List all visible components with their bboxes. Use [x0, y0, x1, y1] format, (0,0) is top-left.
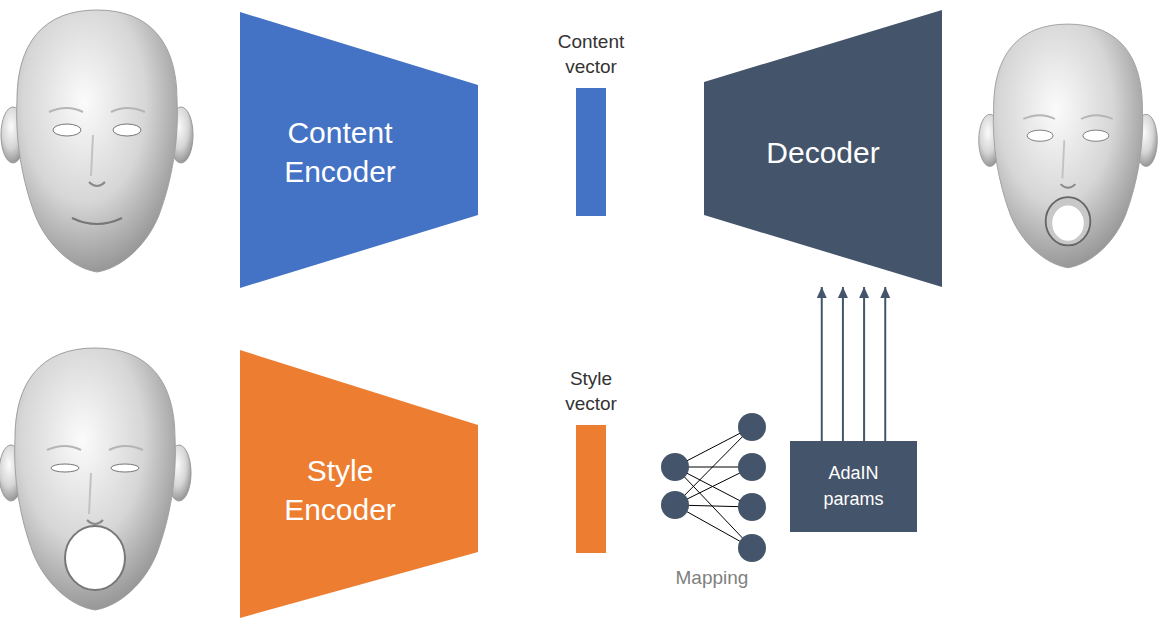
trapezoid-fill — [240, 350, 478, 618]
shape-label: Decoder — [738, 133, 908, 172]
vector-bar — [576, 425, 606, 553]
encoder-trapezoid: Content Encoder — [240, 12, 478, 288]
face-output — [979, 24, 1158, 268]
vector-bar — [576, 88, 606, 216]
decoder-trapezoid: Decoder — [704, 10, 942, 287]
arrow-connector — [884, 287, 886, 441]
trapezoid-shape — [240, 12, 478, 288]
face-neutral — [1, 10, 193, 272]
label-box: Decoder — [738, 133, 908, 172]
latent-vector: Content vector — [546, 29, 636, 216]
encoder-trapezoid: Style Encoder — [240, 350, 478, 618]
label-box: AdaIN params — [809, 461, 899, 511]
params-box: AdaIN params — [790, 441, 917, 532]
label-box: Style vector — [546, 366, 636, 417]
shape-label: Content Encoder — [255, 113, 425, 191]
label-box: Content vector — [546, 29, 636, 80]
network-label: Mapping — [652, 567, 772, 589]
mapping-network — [675, 427, 752, 548]
arrow-connector — [821, 287, 823, 441]
face-open-mouth — [0, 348, 191, 610]
vector-label: Style vector — [546, 366, 636, 417]
label-box: Content Encoder — [255, 113, 425, 191]
shape-label: Style Encoder — [255, 451, 425, 529]
box-label: AdaIN params — [809, 461, 899, 511]
trapezoid-fill — [704, 10, 942, 287]
vector-label: Content vector — [546, 29, 636, 80]
trapezoid-fill — [240, 12, 478, 288]
arrow-connector — [842, 287, 844, 441]
label-box: Style Encoder — [255, 451, 425, 529]
arrow-connector — [863, 287, 865, 441]
network-neurons — [661, 413, 766, 562]
latent-vector: Style vector — [546, 366, 636, 553]
